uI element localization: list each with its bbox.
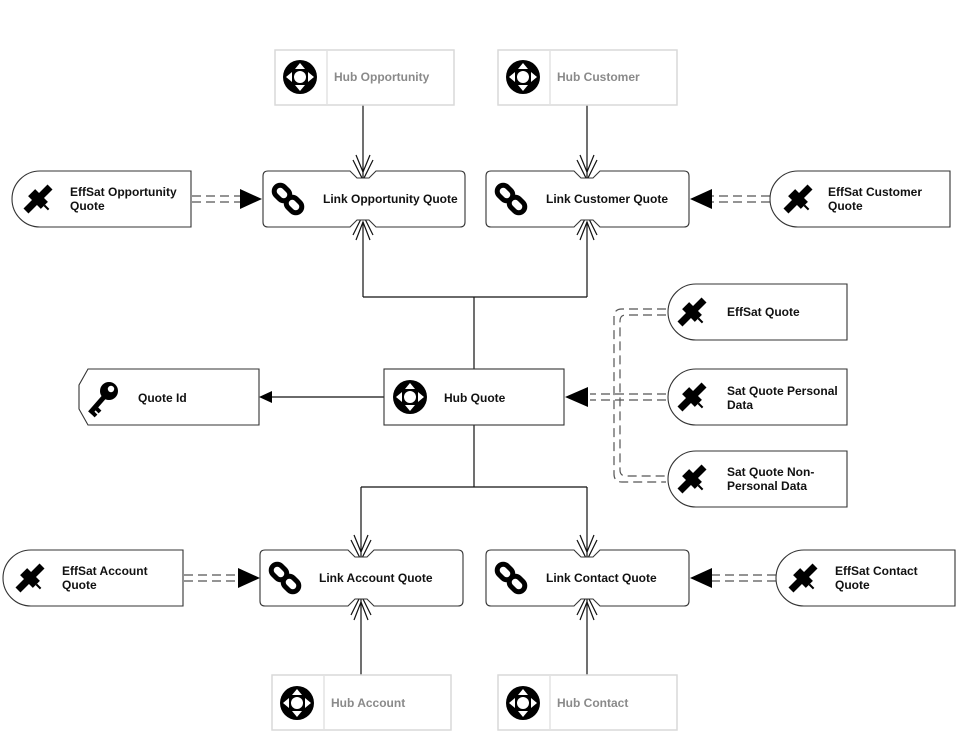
effsat-opportunity-quote-label-line1: EffSat Opportunity [70, 185, 177, 199]
link-contact-quote-label: Link Contact Quote [546, 571, 657, 585]
quote-id-node[interactable]: Quote Id [78, 368, 260, 426]
hub-opportunity-node[interactable]: Hub Opportunity [274, 49, 455, 106]
effsat-contact-quote-node[interactable]: EffSat Contact Quote [775, 549, 956, 607]
effsat-customer-quote-label-line2: Quote [828, 199, 863, 213]
hub-contact-label: Hub Contact [557, 696, 628, 710]
arrowhead-icon [259, 391, 272, 403]
effsat-contact-quote-label-line2: Quote [835, 578, 870, 592]
hub-quote-label: Hub Quote [444, 391, 506, 405]
hub-icon [393, 380, 427, 414]
hub-quote-node[interactable]: Hub Quote [383, 368, 565, 426]
link-opportunity-quote-node[interactable]: Link Opportunity Quote [262, 170, 466, 228]
sat-quote-personal-data-node[interactable]: Sat Quote Personal Data [667, 368, 848, 426]
effsat-account-quote-label-line2: Quote [62, 578, 97, 592]
hub-icon [506, 686, 540, 720]
edge-quote-satellites-to-hub-quote [565, 308, 666, 483]
hub-customer-label: Hub Customer [557, 70, 640, 84]
link-account-quote-label: Link Account Quote [319, 571, 433, 585]
effsat-account-quote-node[interactable]: EffSat Account Quote [2, 549, 184, 607]
edge-effsat-account-to-link [184, 568, 260, 588]
sat-quote-non-personal-data-label-line2: Personal Data [727, 479, 807, 493]
effsat-contact-quote-label-line1: EffSat Contact [835, 564, 918, 578]
hub-account-node[interactable]: Hub Account [271, 674, 452, 731]
edge-hub-quote-to-upper-links [362, 222, 588, 370]
effsat-quote-label: EffSat Quote [727, 305, 800, 319]
hub-opportunity-label: Hub Opportunity [334, 70, 430, 84]
sat-quote-personal-data-label-line2: Data [727, 398, 753, 412]
hub-contact-node[interactable]: Hub Contact [497, 674, 678, 731]
edge-effsat-opportunity-to-link [192, 189, 262, 209]
link-customer-quote-label: Link Customer Quote [546, 192, 668, 206]
quote-id-label: Quote Id [138, 391, 187, 405]
link-contact-quote-node[interactable]: Link Contact Quote [485, 549, 690, 607]
sat-quote-non-personal-data-node[interactable]: Sat Quote Non- Personal Data [667, 450, 848, 508]
link-opportunity-quote-label: Link Opportunity Quote [323, 192, 458, 206]
sat-quote-non-personal-data-label-line1: Sat Quote Non- [727, 465, 814, 479]
edge-effsat-contact-to-link [690, 568, 776, 588]
link-account-quote-node[interactable]: Link Account Quote [259, 549, 464, 607]
edge-effsat-customer-to-link [690, 189, 770, 209]
sat-quote-personal-data-label-line1: Sat Quote Personal [727, 384, 838, 398]
hub-icon [283, 60, 317, 94]
edges [184, 105, 776, 675]
effsat-customer-quote-node[interactable]: EffSat Customer Quote [769, 170, 951, 228]
hub-icon [506, 60, 540, 94]
link-customer-quote-node[interactable]: Link Customer Quote [485, 170, 690, 228]
effsat-quote-node[interactable]: EffSat Quote [667, 283, 848, 341]
effsat-opportunity-quote-label-line2: Quote [70, 199, 105, 213]
effsat-opportunity-quote-node[interactable]: EffSat Opportunity Quote [11, 170, 192, 228]
effsat-customer-quote-label-line1: EffSat Customer [828, 185, 922, 199]
hub-customer-node[interactable]: Hub Customer [497, 49, 678, 106]
effsat-account-quote-label-line1: EffSat Account [62, 564, 148, 578]
edge-hub-quote-to-lower-links [360, 425, 588, 578]
hub-account-label: Hub Account [331, 696, 405, 710]
hub-icon [280, 686, 314, 720]
